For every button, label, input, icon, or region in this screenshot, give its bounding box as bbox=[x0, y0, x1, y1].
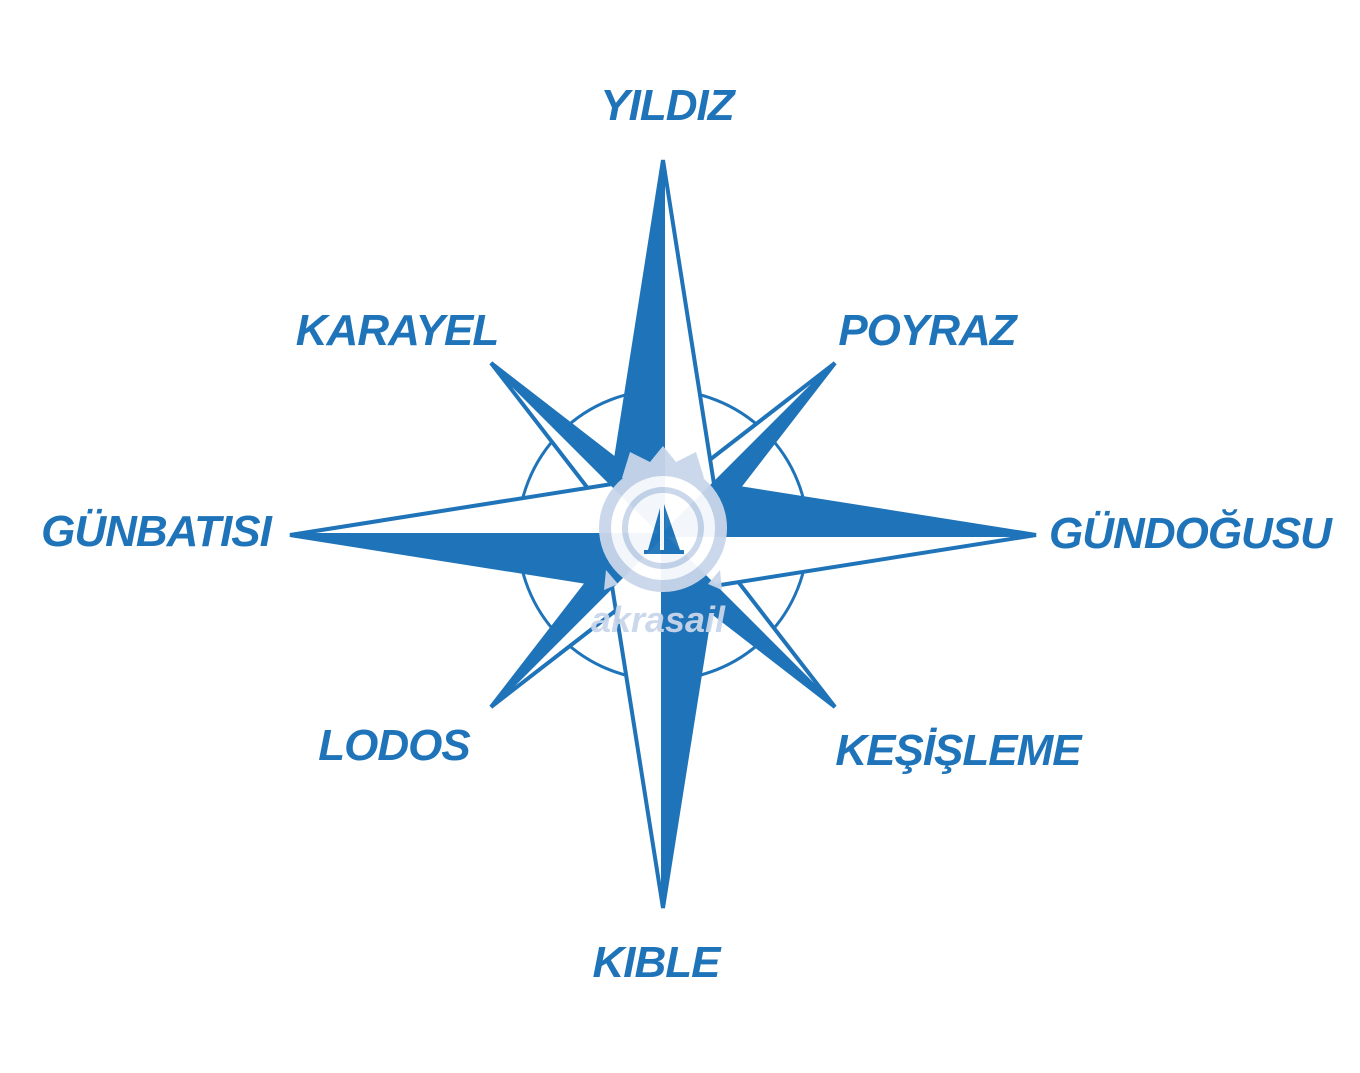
watermark-text: akrasail bbox=[591, 599, 726, 640]
wind-label-s: KIBLE bbox=[593, 938, 723, 987]
watermark-side-right bbox=[708, 570, 722, 590]
wind-label-sw: LODOS bbox=[318, 721, 470, 770]
wind-label-n: YILDIZ bbox=[600, 81, 736, 130]
wind-labels: YILDIZ POYRAZ GÜNDOĞUSU KEŞİŞLEME KIBLE … bbox=[41, 81, 1334, 987]
wind-label-ne: POYRAZ bbox=[838, 306, 1018, 355]
wind-label-e: GÜNDOĞUSU bbox=[1049, 508, 1333, 558]
wind-label-nw: KARAYEL bbox=[296, 306, 498, 355]
watermark-outer-ring bbox=[599, 464, 727, 592]
watermark-logo: akrasail bbox=[591, 446, 727, 640]
cardinal-points bbox=[289, 159, 1037, 909]
wind-label-w: GÜNBATISI bbox=[41, 507, 273, 556]
watermark-side-left bbox=[604, 570, 618, 590]
sailboat-icon bbox=[644, 504, 684, 554]
watermark-inner-ring bbox=[622, 487, 704, 569]
wind-label-se: KEŞİŞLEME bbox=[835, 726, 1083, 775]
